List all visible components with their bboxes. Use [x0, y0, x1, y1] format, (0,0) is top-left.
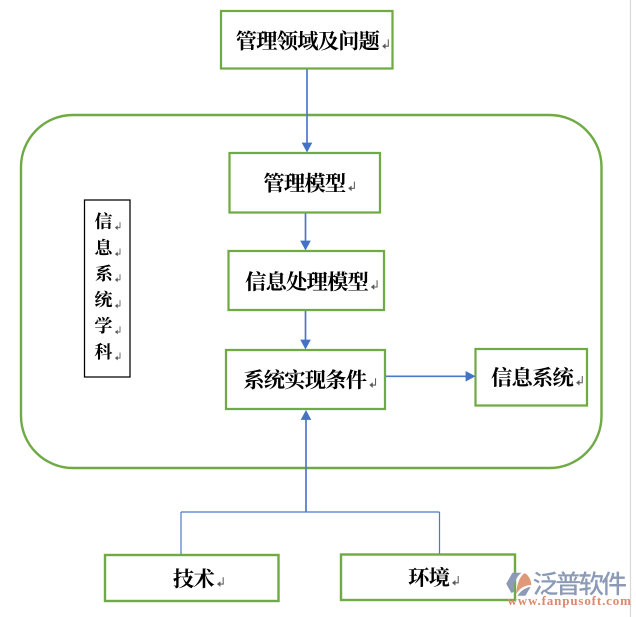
- svg-text:www.fanpusoft.com: www.fanpusoft.com: [508, 593, 632, 608]
